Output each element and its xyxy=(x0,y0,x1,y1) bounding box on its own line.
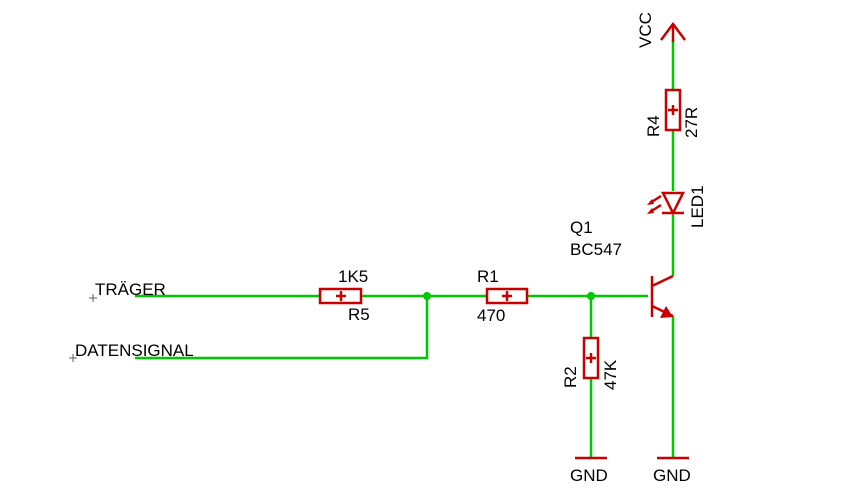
led1-name-label: LED1 xyxy=(688,185,707,228)
wires xyxy=(135,40,675,458)
junction-r5-r1 xyxy=(423,292,431,300)
r4-name-label: R4 xyxy=(644,115,663,137)
resistor-r5 xyxy=(300,287,381,305)
vcc-label: VCC xyxy=(636,12,655,48)
r2-value-label: 47K xyxy=(601,359,620,390)
wire-datensignal xyxy=(135,296,429,360)
r2-name-label: R2 xyxy=(561,366,580,388)
resistor-r1 xyxy=(466,287,546,305)
r1-value-label: 470 xyxy=(477,306,505,325)
resistor-r2 xyxy=(582,318,600,398)
gnd-label-r2: GND xyxy=(570,466,608,485)
led-led1 xyxy=(647,191,686,216)
resistor-r4 xyxy=(664,70,682,155)
origin-marker-datensignal xyxy=(69,354,77,362)
transistor-q1 xyxy=(632,274,674,318)
r1-name-label: R1 xyxy=(477,267,499,286)
gnd-label-q1: GND xyxy=(653,466,691,485)
q1-name-label: Q1 xyxy=(570,218,593,237)
origin-marker-traeger xyxy=(89,294,97,302)
r4-value-label: 27R xyxy=(682,107,701,138)
junction-base-r2 xyxy=(587,292,595,300)
net-label-traeger: TRÄGER xyxy=(95,280,166,299)
r5-value-label: 1K5 xyxy=(338,267,368,286)
r5-name-label: R5 xyxy=(348,305,370,324)
net-label-datensignal: DATENSIGNAL xyxy=(75,341,194,360)
vcc-supply-arrow-icon xyxy=(660,21,686,42)
q1-value-label: BC547 xyxy=(570,240,622,259)
emitter-arrow-icon xyxy=(660,306,673,318)
